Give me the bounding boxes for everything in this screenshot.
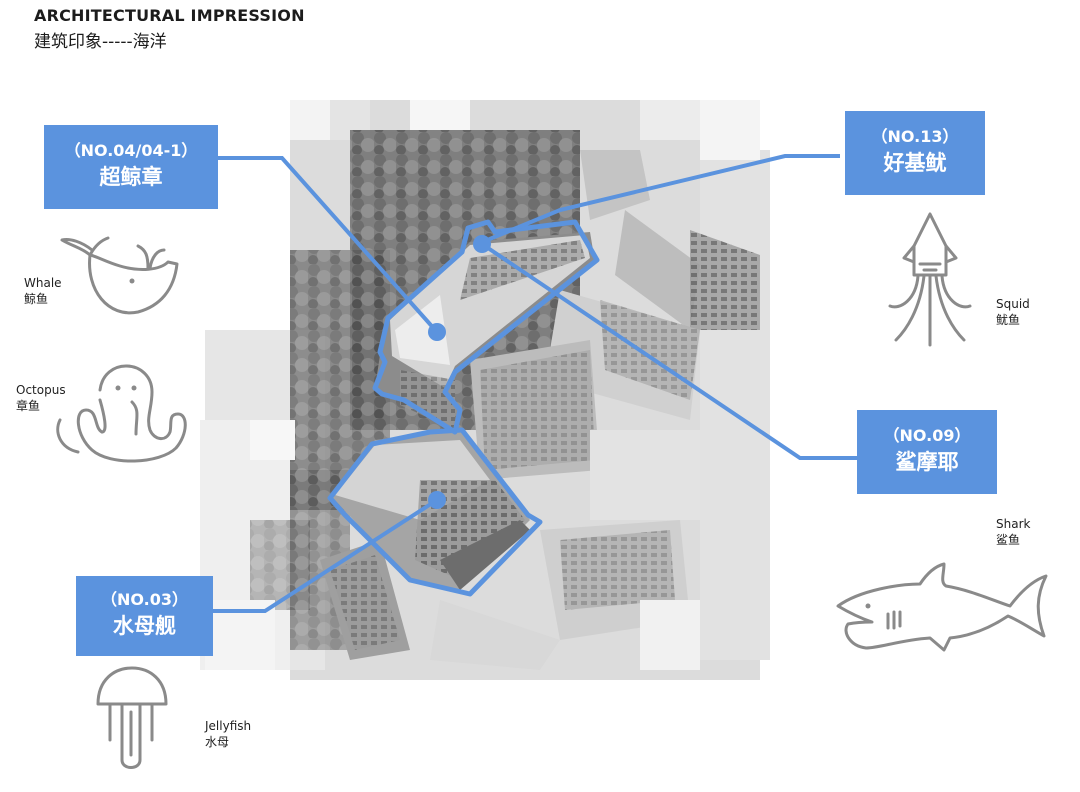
anchor-dots xyxy=(428,235,491,509)
tag-name: 水母舰 xyxy=(113,614,176,638)
tag-number: （NO.13） xyxy=(871,127,959,146)
squid-icon xyxy=(888,212,972,347)
animal-name-cn: 鱿鱼 xyxy=(996,313,1021,327)
whale-label: Whale 鲸鱼 xyxy=(24,275,62,307)
animal-name-cn: 鲸鱼 xyxy=(24,292,49,306)
shark-label: Shark 鲨鱼 xyxy=(996,516,1030,548)
tag-no04[interactable]: （NO.04/04-1） 超鲸章 xyxy=(44,125,218,209)
leader-lines xyxy=(213,154,857,613)
tag-number: （NO.04/04-1） xyxy=(64,141,198,160)
tag-name: 鲨摩耶 xyxy=(895,450,959,474)
tag-no09[interactable]: （NO.09） 鲨摩耶 xyxy=(857,410,997,494)
tag-number: （NO.03） xyxy=(101,590,188,609)
squid-label: Squid 鱿鱼 xyxy=(996,296,1030,328)
page-title: ARCHITECTURAL IMPRESSION xyxy=(34,6,305,25)
animal-name-cn: 章鱼 xyxy=(16,399,41,413)
whale-icon xyxy=(60,236,179,315)
header: ARCHITECTURAL IMPRESSION 建筑印象-----海洋 xyxy=(34,6,305,52)
tag-name: 好基鱿 xyxy=(883,151,947,175)
animal-name-cn: 鲨鱼 xyxy=(996,533,1021,547)
jellyfish-label: Jellyfish 水母 xyxy=(205,718,251,750)
animal-name-en: Jellyfish xyxy=(205,719,252,733)
octopus-icon xyxy=(56,364,187,463)
tag-number: （NO.09） xyxy=(883,426,971,445)
animal-name-en: Squid xyxy=(996,297,1030,311)
tag-no13[interactable]: （NO.13） 好基鱿 xyxy=(845,111,985,195)
shark-icon xyxy=(836,562,1048,652)
animal-name-en: Shark xyxy=(996,517,1031,531)
animal-name-en: Whale xyxy=(24,276,62,290)
animal-name-en: Octopus xyxy=(16,383,66,397)
octopus-label: Octopus 章鱼 xyxy=(16,382,66,414)
tag-no03[interactable]: （NO.03） 水母舰 xyxy=(76,576,213,656)
jellyfish-icon xyxy=(96,666,168,769)
tag-name: 超鲸章 xyxy=(99,165,163,189)
page-subtitle: 建筑印象-----海洋 xyxy=(34,32,167,52)
building-outlines xyxy=(327,219,600,597)
animal-name-cn: 水母 xyxy=(205,735,230,749)
aerial-photo xyxy=(200,100,770,680)
